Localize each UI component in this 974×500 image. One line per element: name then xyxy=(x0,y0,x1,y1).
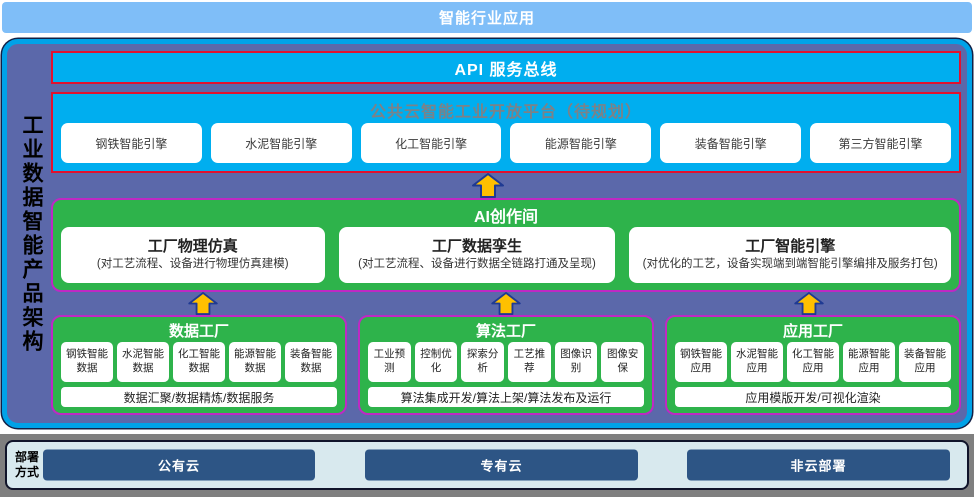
engine-label: 装备智能引擎 xyxy=(694,136,767,151)
factory-item: 装备智能数据 xyxy=(285,342,337,382)
factory-items: 工业预测 控制优化 探索分析 工艺推荐 图像识别 图像安保 xyxy=(368,342,645,382)
factory-footer: 应用模版开发/可视化渲染 xyxy=(675,387,951,407)
factory-items: 钢铁智能应用 水泥智能应用 化工智能应用 能源智能应用 装备智能应用 xyxy=(675,342,951,382)
factory-footer: 数据汇聚/数据精炼/数据服务 xyxy=(61,387,337,407)
deployment-band: 部署方式 公有云 专有云 非云部署 xyxy=(0,434,974,497)
factory-items: 钢铁智能数据 水泥智能数据 化工智能数据 能源智能数据 装备智能数据 xyxy=(61,342,337,382)
deployment-option-public-cloud: 公有云 xyxy=(43,449,315,481)
factory-item: 工艺推荐 xyxy=(508,342,551,382)
module-title: 工厂数据孪生 xyxy=(431,238,522,256)
factory-title: 数据工厂 xyxy=(168,323,229,340)
module-subtitle: (对工艺流程、设备进行数据全链路打通及呈现) xyxy=(358,257,596,270)
engine-label: 第三方智能引擎 xyxy=(838,136,923,151)
architecture-container: 工业数据智能产品架构 API 服务总线 公共云智能工业开放平台（待规划） 钢铁智… xyxy=(2,39,972,428)
ai-modules-row: 工厂物理仿真 (对工艺流程、设备进行物理仿真建模) 工厂数据孪生 (对工艺流程、… xyxy=(61,227,951,283)
ai-studio-section: AI创作间 工厂物理仿真 (对工艺流程、设备进行物理仿真建模) 工厂数据孪生 (… xyxy=(51,198,961,292)
deployment-option-private-cloud: 专有云 xyxy=(365,449,638,481)
engine-box-energy: 能源智能引擎 xyxy=(510,123,652,163)
factory-item: 化工智能数据 xyxy=(173,342,225,382)
arrow-row-top xyxy=(51,173,961,198)
factory-item: 工业预测 xyxy=(368,342,411,382)
factory-item: 能源智能数据 xyxy=(229,342,281,382)
up-arrow-icon xyxy=(793,292,825,315)
engine-box-thirdparty: 第三方智能引擎 xyxy=(810,123,951,163)
public-cloud-platform-title: 公共云智能工业开放平台（待规划） xyxy=(369,104,642,121)
side-title-vertical: 工业数据智能产品架构 xyxy=(20,113,43,354)
factory-item: 装备智能应用 xyxy=(899,342,951,382)
factory-title: 应用工厂 xyxy=(782,323,843,340)
ai-studio-title: AI创作间 xyxy=(473,209,538,226)
data-factory-section: 数据工厂 钢铁智能数据 水泥智能数据 化工智能数据 能源智能数据 装备智能数据 … xyxy=(51,315,347,415)
module-data-twin: 工厂数据孪生 (对工艺流程、设备进行数据全链路打通及呈现) xyxy=(338,227,616,283)
api-service-bus-bar: API 服务总线 xyxy=(51,51,961,84)
up-arrow-icon xyxy=(490,292,522,315)
factory-item: 探索分析 xyxy=(461,342,505,382)
factory-item: 能源智能应用 xyxy=(843,342,895,382)
module-intelligent-engine: 工厂智能引擎 (对优化的工艺，设备实现端到端智能引擎编排及服务打包) xyxy=(629,227,951,283)
deployment-option-non-cloud: 非云部署 xyxy=(687,449,950,481)
top-banner-title: 智能行业应用 xyxy=(438,10,535,27)
module-subtitle: (对优化的工艺，设备实现端到端智能引擎编排及服务打包) xyxy=(642,257,938,270)
deployment-panel: 部署方式 公有云 专有云 非云部署 xyxy=(5,440,969,490)
engine-label: 能源智能引擎 xyxy=(544,136,617,151)
module-title: 工厂智能引擎 xyxy=(745,238,836,256)
factory-item: 钢铁智能数据 xyxy=(61,342,113,382)
engine-box-cement: 水泥智能引擎 xyxy=(210,123,352,163)
engine-label: 化工智能引擎 xyxy=(395,136,468,151)
top-banner: 智能行业应用 xyxy=(2,2,972,33)
factory-item: 钢铁智能应用 xyxy=(675,342,727,382)
api-bus-label: API 服务总线 xyxy=(454,61,558,79)
application-factory-section: 应用工厂 钢铁智能应用 水泥智能应用 化工智能应用 能源智能应用 装备智能应用 … xyxy=(665,315,961,415)
factory-item: 水泥智能数据 xyxy=(117,342,169,382)
engine-box-steel: 钢铁智能引擎 xyxy=(61,123,202,163)
factory-footer: 算法集成开发/算法上架/算法发布及运行 xyxy=(368,387,644,407)
architecture-content: API 服务总线 公共云智能工业开放平台（待规划） 钢铁智能引擎 水泥智能引擎 … xyxy=(51,44,961,415)
engine-row: 钢铁智能引擎 水泥智能引擎 化工智能引擎 能源智能引擎 装备智能引擎 第三方智能… xyxy=(61,123,951,163)
engine-box-chemical: 化工智能引擎 xyxy=(360,123,502,163)
engine-label: 水泥智能引擎 xyxy=(245,136,318,151)
factory-item: 图像安保 xyxy=(601,342,645,382)
factory-item: 水泥智能应用 xyxy=(731,342,783,382)
deployment-option-label: 专有云 xyxy=(480,458,523,474)
engine-box-equipment: 装备智能引擎 xyxy=(660,123,802,163)
deployment-label: 部署方式 xyxy=(15,450,40,479)
up-arrow-icon xyxy=(471,173,505,198)
factory-item: 控制优化 xyxy=(414,342,458,382)
module-subtitle: (对工艺流程、设备进行物理仿真建模) xyxy=(96,257,289,270)
public-cloud-platform-section: 公共云智能工业开放平台（待规划） 钢铁智能引擎 水泥智能引擎 化工智能引擎 能源… xyxy=(51,92,961,173)
module-title: 工厂物理仿真 xyxy=(147,238,238,256)
factories-row: 数据工厂 钢铁智能数据 水泥智能数据 化工智能数据 能源智能数据 装备智能数据 … xyxy=(51,315,961,415)
factory-title: 算法工厂 xyxy=(475,323,536,340)
up-arrow-icon xyxy=(187,292,219,315)
deployment-option-label: 公有云 xyxy=(157,458,200,474)
arrow-row-bottom xyxy=(51,292,961,315)
module-physical-simulation: 工厂物理仿真 (对工艺流程、设备进行物理仿真建模) xyxy=(61,227,325,283)
engine-label: 钢铁智能引擎 xyxy=(95,136,168,151)
deployment-option-label: 非云部署 xyxy=(790,458,847,474)
factory-item: 图像识别 xyxy=(554,342,598,382)
algorithm-factory-section: 算法工厂 工业预测 控制优化 探索分析 工艺推荐 图像识别 图像安保 算法集成开… xyxy=(358,315,654,415)
factory-item: 化工智能应用 xyxy=(787,342,839,382)
